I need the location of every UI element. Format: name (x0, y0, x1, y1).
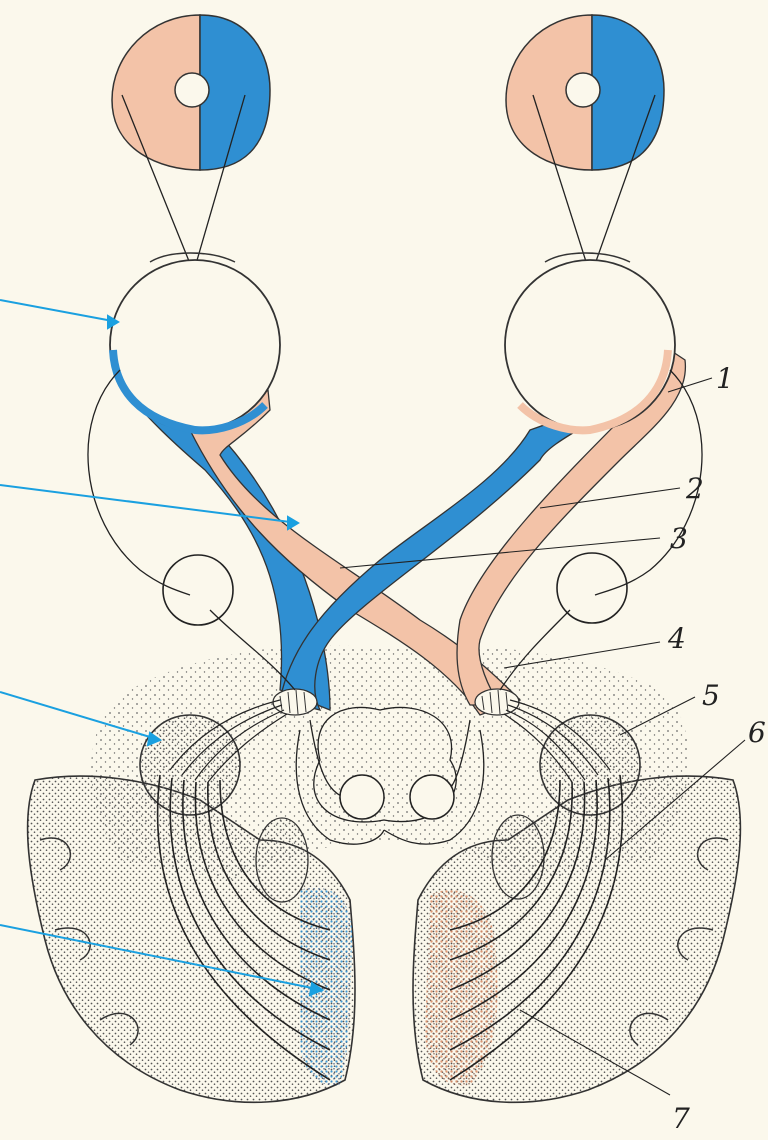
label-5: 5 (702, 679, 720, 712)
right-colliculus (492, 815, 544, 899)
label-2: 2 (685, 472, 704, 505)
right-pretectal-nucleus (410, 775, 454, 819)
right-eye (505, 253, 675, 430)
left-pretectal-nucleus (340, 775, 384, 819)
right-visual-field (506, 15, 664, 170)
label-7: 7 (672, 1102, 690, 1135)
label-6: 6 (748, 716, 766, 749)
label-3: 3 (670, 522, 688, 555)
left-eye (110, 253, 280, 430)
left-ciliary-ganglion (163, 555, 233, 625)
label-1: 1 (716, 362, 734, 395)
left-visual-field (112, 15, 270, 170)
left-colliculus (256, 818, 308, 902)
label-4: 4 (667, 622, 686, 655)
